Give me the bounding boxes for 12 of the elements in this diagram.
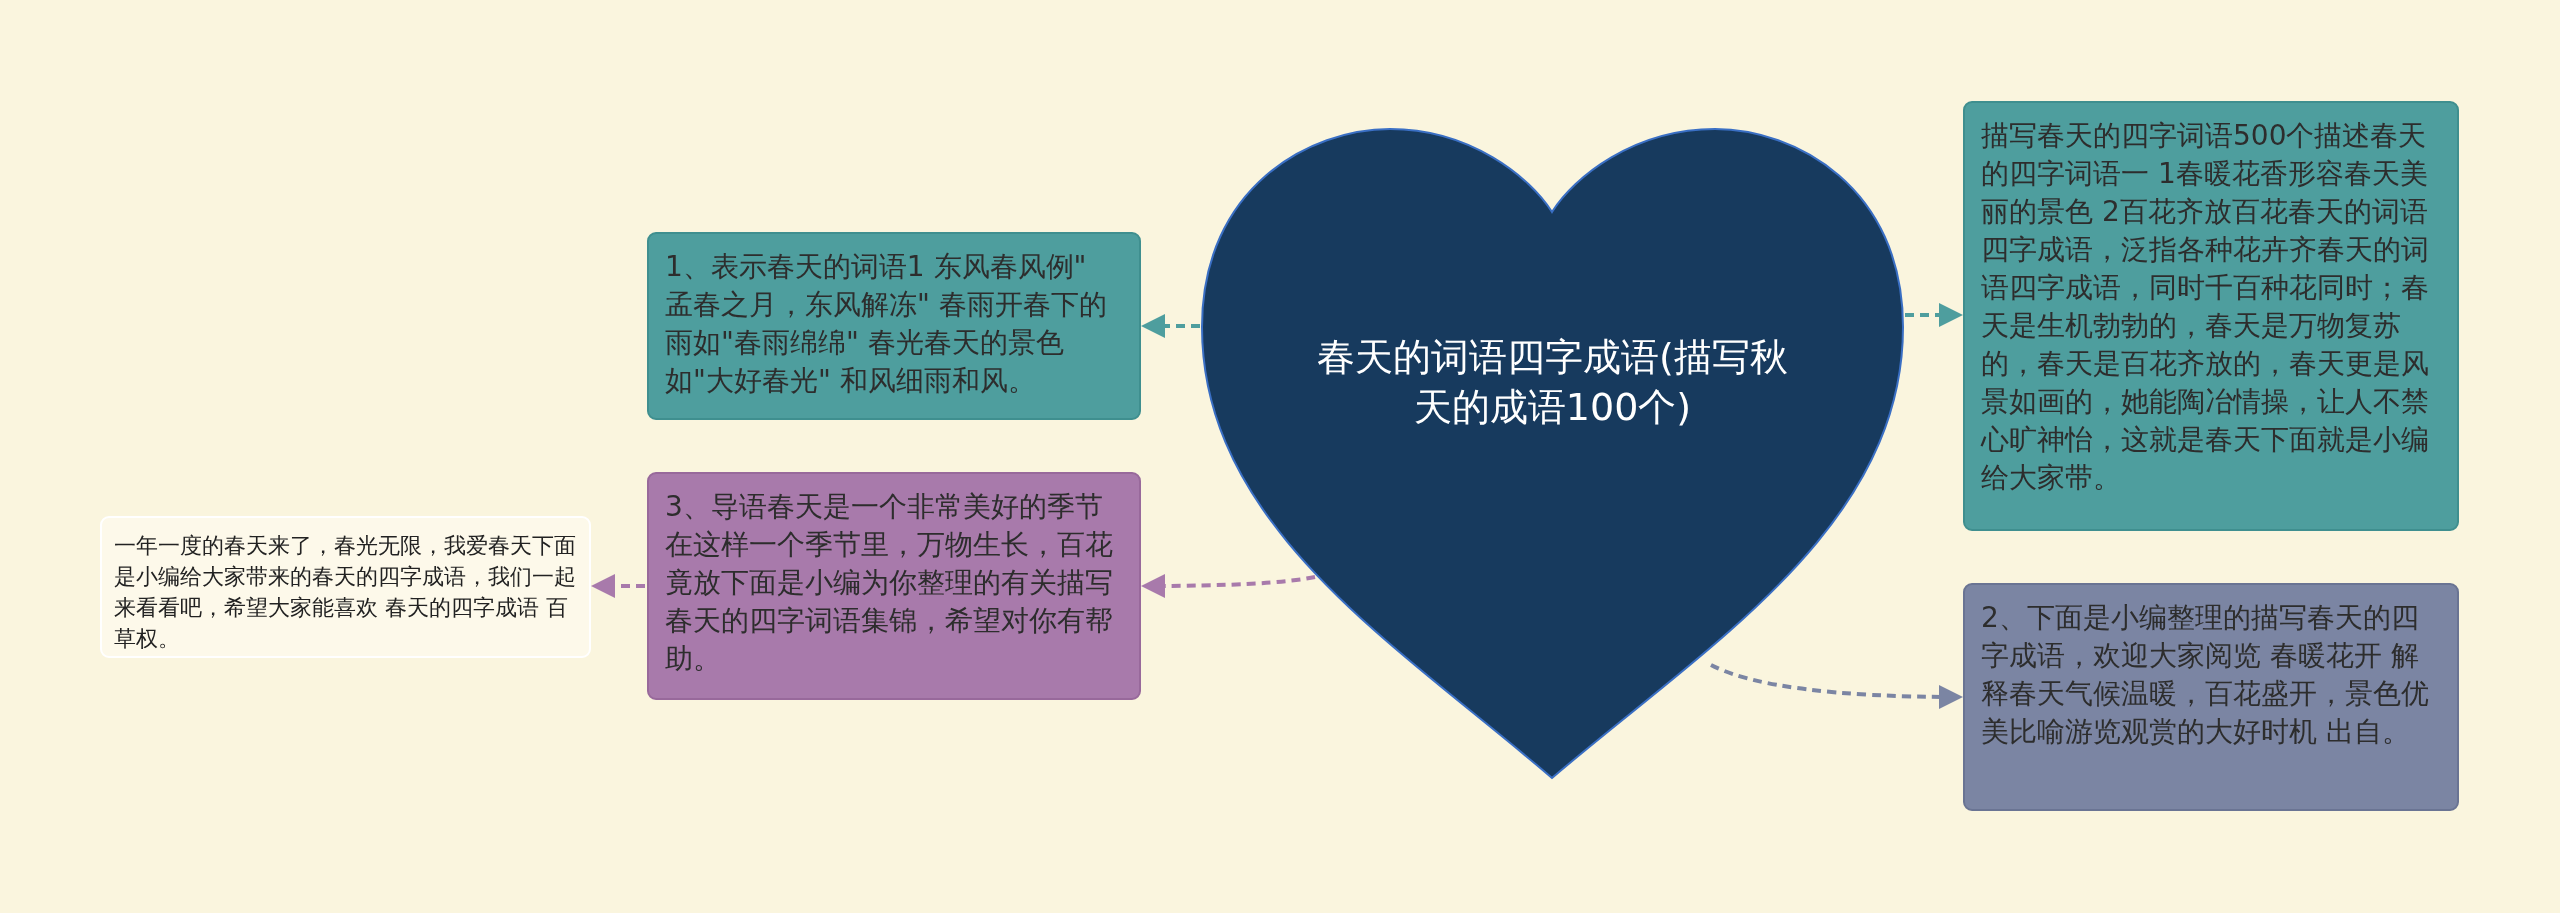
arrow <box>1141 573 1316 598</box>
topic-box: 描写春天的四字词语500个描述春天的四字词语一 1春暖花香形容春天美丽的景色 2百花齐放百花春天的词语四字成语，泛指各种花卉齐春天的词语四字成语，同时千百种花同时；春天是生机勃勃的，春天是万物复苏的，春天是百花齐放的，春天更是风景如画的，她能陶冶情操，让人不禁心旷神怡，这就是春天下面就是小编给大家带。 <box>1963 101 2459 531</box>
topic-box: 2、下面是小编整理的描写春天的四字成语，欢迎大家阅览 春暖花开 解释春天气候温暖，百花盛开，景色优美比喻游览观赏的大好时机 出自。 <box>1963 583 2459 811</box>
arrow <box>1905 303 1963 327</box>
arrow <box>1141 314 1200 338</box>
arrow <box>1710 663 1963 709</box>
topic-box: 3、导语春天是一个非常美好的季节在这样一个季节里，万物生长，百花竟放下面是小编为你整理的有关描写春天的四字词语集锦，希望对你有帮助。 <box>647 472 1141 700</box>
title-text: 春天的词语四字成语(描写秋天的成语100个) <box>1316 334 1789 431</box>
heart-shape <box>1200 127 1905 780</box>
text-box: 一年一度的春天来了，春光无限，我爱春天下面是小编给大家带来的春天的四字成语，我们一起来看看吧，希望大家能喜欢 春天的四字成语 百草权。 <box>100 516 591 658</box>
arrow <box>591 574 645 598</box>
topic-box: 1、表示春天的词语1 东风春风例" 孟春之月，东风解冻" 春雨开春下的雨如"春雨绵绵" 春光春天的景色如"大好春光" 和风细雨和风。 <box>647 232 1141 420</box>
